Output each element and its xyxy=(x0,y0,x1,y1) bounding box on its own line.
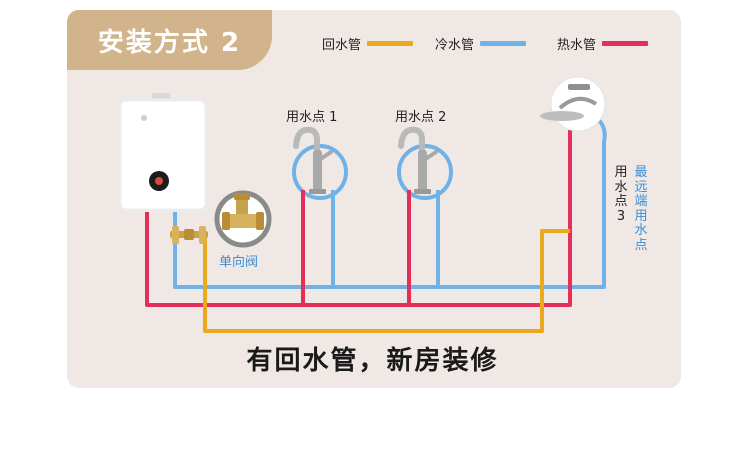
farthest-point-label: 最远端用水点 xyxy=(634,165,648,253)
water-heater-icon xyxy=(118,93,208,212)
legend-cold-label: 冷水管 xyxy=(435,37,475,53)
check-valve-icon xyxy=(214,190,272,248)
legend-hot-label: 热水管 xyxy=(557,37,597,53)
title-tab: 安装方式 2 xyxy=(67,10,272,70)
legend-hot-swatch xyxy=(602,40,649,46)
legend-return: 回水管 xyxy=(322,32,414,54)
point-3-label: 用水点3 xyxy=(614,165,628,224)
legend-cold: 冷水管 xyxy=(435,32,527,54)
faucet-2-icon xyxy=(398,126,438,194)
valve-fittings-icon xyxy=(170,226,208,244)
faucet-1-icon xyxy=(293,126,333,194)
check-valve-label: 单向阀 xyxy=(219,255,259,270)
point-1-label: 用水点 1 xyxy=(286,110,338,125)
shower-head-icon xyxy=(540,76,606,132)
legend-hot: 热水管 xyxy=(557,32,649,54)
legend-cold-swatch xyxy=(480,40,527,46)
legend-return-label: 回水管 xyxy=(322,37,362,53)
legend-return-swatch xyxy=(367,40,414,46)
diagram-title: 安装方式 2 xyxy=(97,27,242,58)
point-2-label: 用水点 2 xyxy=(395,110,447,125)
return-water-pipe xyxy=(203,229,570,333)
hot-water-pipe xyxy=(145,130,572,307)
caption: 有回水管，新房装修 xyxy=(246,346,499,376)
